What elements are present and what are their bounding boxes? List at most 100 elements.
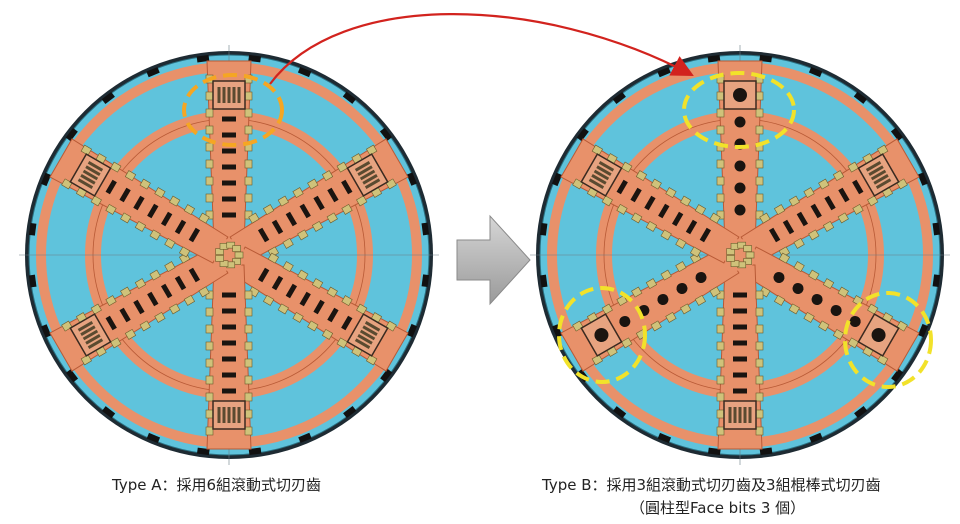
center-cutter — [745, 251, 755, 259]
spoke — [205, 60, 253, 246]
gauge-cutter — [40, 172, 52, 187]
disc-cutter — [593, 169, 610, 181]
gauge-cutter — [28, 274, 37, 288]
cutter-slot — [119, 187, 131, 203]
scraper-tooth — [105, 295, 117, 307]
gauge-cutter — [657, 432, 672, 444]
highlight-type-b-right — [843, 291, 933, 389]
scraper-tooth — [803, 311, 815, 323]
scraper-tooth — [307, 320, 319, 332]
scraper-tooth — [120, 212, 132, 224]
scraper-tooth — [110, 337, 122, 349]
scraper-tooth — [755, 341, 764, 351]
scraper-tooth — [277, 195, 289, 207]
gauge-cutter — [539, 222, 548, 236]
highlight-type-b-left — [557, 286, 647, 384]
disc-cutter — [222, 407, 226, 423]
scraper-tooth — [755, 176, 764, 186]
scraper-tooth — [803, 187, 815, 199]
cutter-slot — [644, 195, 656, 211]
face-bit — [849, 316, 861, 327]
cutter-slot — [133, 195, 145, 211]
cutter-slot — [105, 179, 117, 195]
scraper-tooth — [755, 91, 764, 101]
gauge-cutter — [343, 405, 357, 419]
scraper-tooth — [680, 195, 692, 207]
disc-cutter — [865, 161, 882, 172]
scraper-tooth — [778, 252, 791, 264]
disc-cutter — [728, 407, 732, 423]
cutter-slot — [222, 212, 236, 218]
scraper-tooth — [572, 320, 584, 332]
cutter-slot — [299, 291, 311, 307]
disc-cutter — [357, 165, 373, 176]
scraper-tooth — [716, 324, 725, 334]
scraper-tooth — [292, 311, 304, 323]
disc-cutter — [80, 325, 96, 336]
gauge-cutter — [380, 368, 393, 382]
cutter-slot — [313, 299, 325, 315]
cutter-slot — [796, 211, 809, 227]
disc-cutter — [354, 161, 371, 172]
face-bit — [830, 305, 842, 316]
scraper-tooth — [205, 426, 214, 436]
scraper-tooth — [818, 320, 830, 332]
scraper-tooth — [149, 269, 161, 281]
gauge-cutter — [539, 274, 548, 288]
scraper-tooth — [205, 159, 214, 169]
scraper-tooth — [244, 290, 253, 300]
scraper-tooth — [105, 203, 117, 215]
center-cutter — [737, 241, 747, 249]
disc-cutter — [237, 407, 241, 423]
center-cutter — [234, 251, 244, 259]
scraper-tooth — [205, 392, 214, 402]
disc-cutter — [738, 407, 742, 423]
cutter-slot — [733, 388, 747, 394]
face-bit — [792, 283, 804, 294]
scraper-tooth — [675, 237, 687, 249]
scraper-tooth — [832, 170, 845, 182]
disc-cutter — [227, 407, 231, 423]
scraper-tooth — [244, 375, 253, 385]
gauge-cutter — [298, 432, 312, 443]
cutter-slot — [160, 283, 173, 299]
gauge-cutter — [248, 447, 262, 456]
cutter-slot — [733, 340, 747, 346]
scraper-tooth — [139, 178, 151, 190]
cutter-slot — [685, 219, 698, 235]
scraper-tooth — [244, 358, 253, 368]
scraper-tooth — [244, 125, 253, 135]
spoke — [205, 264, 253, 450]
cutter-slot — [327, 307, 339, 323]
scraper-tooth — [205, 375, 214, 385]
cutter-slot — [222, 164, 236, 170]
gauge-cutter — [891, 368, 904, 382]
scraper-tooth — [716, 125, 725, 135]
scraper-tooth — [755, 193, 764, 203]
scraper-tooth — [716, 392, 725, 402]
scraper-tooth — [244, 341, 253, 351]
scraper-tooth — [621, 337, 633, 349]
cutter-slot — [222, 324, 236, 330]
gauge-cutter — [612, 91, 626, 105]
center-cutter — [726, 255, 735, 262]
scraper-tooth — [183, 294, 196, 306]
cutter-slot — [222, 308, 236, 314]
gauge-cutter — [890, 127, 904, 141]
cutter-slot — [616, 179, 628, 195]
scraper-tooth — [307, 178, 319, 190]
cutter-slot — [733, 324, 747, 330]
cutterhead-type-b — [530, 45, 950, 465]
cutter-slot — [810, 203, 822, 219]
scraper-tooth — [90, 195, 102, 207]
scraper-tooth — [80, 144, 92, 156]
center-cutter — [219, 260, 229, 267]
scraper-tooth — [759, 212, 771, 224]
scraper-tooth — [877, 354, 889, 366]
scraper-tooth — [341, 295, 353, 307]
scraper-tooth — [205, 409, 214, 419]
scraper-tooth — [149, 229, 161, 241]
scraper-tooth — [645, 278, 658, 290]
gauge-cutter — [146, 67, 160, 78]
